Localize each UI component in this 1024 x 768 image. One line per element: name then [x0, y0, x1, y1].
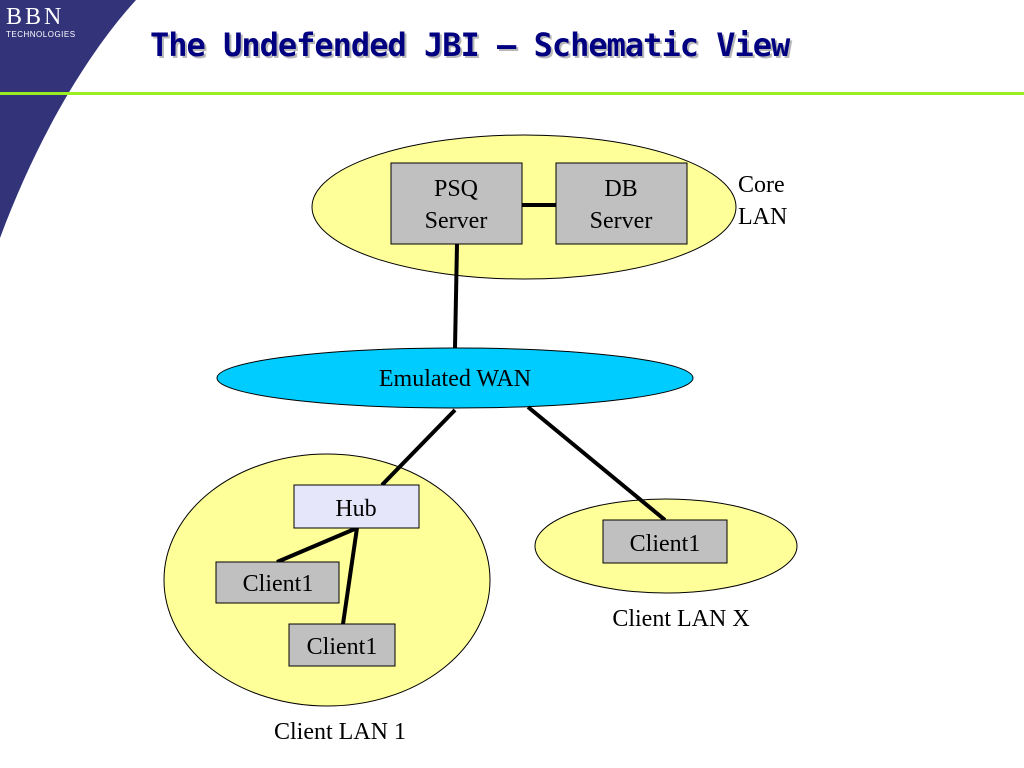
client-lan-x-label: Client LAN X [612, 606, 749, 632]
client-b-label: Client1 [307, 634, 378, 660]
db-server-label-1: DB [604, 176, 637, 202]
slide-title: The Undefended JBI – Schematic View [150, 26, 790, 64]
client-x-box [602, 519, 728, 564]
logo-wordmark: BBN [6, 4, 65, 30]
hub-label: Hub [335, 496, 376, 522]
logo-swoosh [0, 0, 136, 238]
client-x-label: Client1 [630, 531, 701, 557]
logo-subtitle: TECHNOLOGIES [6, 30, 76, 39]
client-b-box [288, 623, 396, 667]
title-divider [0, 92, 1024, 95]
db-server-label-2: Server [590, 208, 653, 234]
psq-server-box [390, 162, 523, 245]
core-lan-label-2: LAN [738, 204, 787, 230]
client-a-box [215, 561, 340, 604]
core-lan-label-1: Core [738, 172, 785, 198]
hub-client-a-link [276, 526, 358, 564]
wan-client-x-link [526, 405, 667, 522]
psq-server-label-1: PSQ [434, 176, 478, 202]
client-a-label: Client1 [243, 571, 314, 597]
db-server-box [555, 162, 688, 245]
client-lan-1-label: Client LAN 1 [274, 719, 406, 745]
psq-server-label-2: Server [425, 208, 488, 234]
psq-wan-link [453, 243, 459, 349]
emulated-wan-label: Emulated WAN [379, 366, 531, 392]
hub-box [293, 484, 420, 529]
hub-client-b-link [341, 527, 359, 625]
bbn-logo: BBN TECHNOLOGIES [6, 4, 106, 39]
wan-hub-link [380, 408, 457, 487]
